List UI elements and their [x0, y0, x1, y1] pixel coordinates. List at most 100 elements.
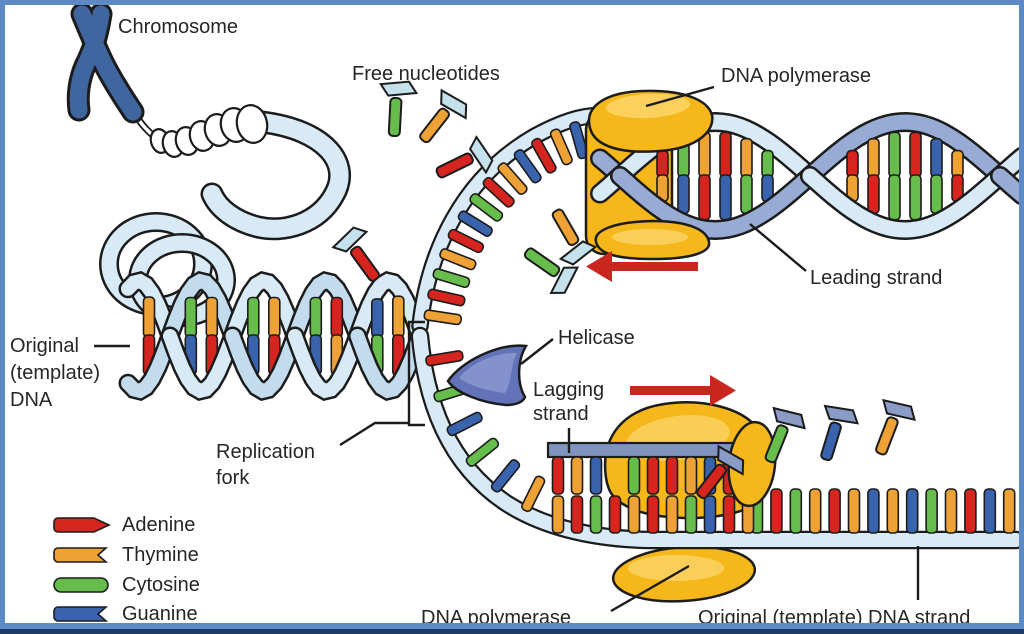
base-bar	[888, 131, 901, 178]
lower-template-backbone	[413, 329, 1019, 547]
base-bar	[142, 296, 156, 338]
free-nucleotide	[331, 226, 381, 282]
upper-template-bases	[423, 117, 601, 326]
lagging-direction-arrow	[630, 375, 736, 406]
base-bar	[1002, 488, 1016, 534]
base-bar	[677, 174, 690, 215]
base-bar	[698, 174, 711, 221]
leader-leading-strand	[749, 223, 807, 272]
base-bar	[905, 488, 919, 534]
free-nucleotide	[551, 208, 598, 266]
base-bar	[432, 268, 471, 289]
base-bar	[944, 488, 958, 534]
base-bar	[656, 149, 669, 178]
free-nucleotide	[764, 406, 806, 464]
lower-template-curve-bases	[425, 350, 546, 513]
dna-polymerase-bottom-under-highlight	[628, 555, 724, 581]
base-bar	[886, 488, 900, 534]
legend-label-cytosine: Cytosine	[122, 574, 200, 596]
base-bar	[951, 149, 964, 178]
base-bar	[719, 131, 732, 178]
base-bar	[439, 248, 477, 271]
label-dna-polymerase-top: DNA polymerase	[721, 65, 871, 87]
label-lagging-1: Lagging	[533, 379, 604, 401]
base-bar	[482, 176, 515, 208]
base-bar	[770, 488, 783, 534]
legend-swatch-thymine	[53, 547, 109, 563]
leader-replication-fork	[339, 421, 408, 447]
legend-label-adenine: Adenine	[122, 514, 195, 536]
base-bar	[846, 149, 859, 178]
base-bar	[909, 174, 922, 221]
free-nucleotide	[419, 88, 468, 144]
base-bar	[627, 495, 641, 534]
base-bar	[740, 174, 753, 215]
unpaired-template-bases	[750, 488, 1016, 534]
base-bar	[570, 495, 584, 534]
base-bar	[608, 495, 622, 534]
base-bar	[330, 296, 344, 338]
free-nucleotide	[696, 444, 745, 500]
free-nucleotide	[379, 80, 419, 138]
free-nucleotide	[820, 404, 859, 462]
base-bar	[930, 174, 943, 215]
legend-swatch-cytosine	[53, 577, 109, 593]
leading-direction-arrow	[586, 251, 698, 282]
base-bar	[867, 488, 880, 534]
base-bar	[425, 350, 464, 367]
leader-dna-polymerase-top	[645, 85, 715, 108]
upper-template-backbone	[413, 109, 619, 333]
base-bar	[457, 210, 493, 237]
base-bar	[569, 121, 589, 160]
base-bar	[589, 456, 603, 495]
base-bar	[867, 137, 880, 178]
base-bar	[646, 456, 660, 495]
base-bar	[370, 298, 384, 338]
base-bar	[828, 488, 841, 534]
base-bar	[247, 296, 260, 338]
free-nucleotide	[875, 398, 916, 456]
base-bar	[808, 488, 822, 534]
base-bar	[447, 228, 485, 254]
free-nucleotides-group	[331, 80, 916, 500]
label-original-3: DNA	[10, 389, 53, 411]
base-bar	[789, 488, 803, 534]
leader-helicase	[520, 338, 554, 365]
base-bar	[446, 411, 483, 437]
label-free-nucleotides: Free nucleotides	[352, 63, 500, 85]
legend: Adenine Thymine Cytosine Guanine	[53, 514, 200, 623]
base-bar	[909, 131, 922, 178]
base-bar	[930, 137, 943, 178]
base-bar	[551, 456, 565, 495]
helicase-shape	[446, 344, 529, 407]
base-bar	[513, 149, 542, 184]
free-nucleotide	[523, 247, 580, 295]
base-bar	[867, 174, 880, 215]
free-nucleotide	[435, 135, 494, 179]
chromosome-shape	[66, 5, 145, 124]
base-bar	[684, 495, 698, 534]
base-bar	[423, 309, 463, 326]
base-bar	[570, 456, 584, 495]
base-bar	[465, 437, 500, 467]
base-bar	[847, 488, 861, 534]
base-bar	[427, 288, 466, 307]
base-bar	[740, 137, 753, 178]
dna-spring	[149, 104, 269, 158]
base-bar	[391, 295, 405, 338]
base-bar	[719, 174, 732, 221]
base-bar	[531, 137, 557, 174]
label-original-strand: Original (template) DNA strand	[698, 607, 970, 629]
label-chromosome: Chromosome	[118, 16, 238, 38]
legend-label-thymine: Thymine	[122, 544, 199, 566]
leader-dna-polymerase-bottom	[610, 564, 690, 613]
base-bar	[184, 296, 198, 338]
label-helicase: Helicase	[558, 327, 635, 349]
base-bar	[722, 495, 736, 534]
base-bar	[469, 193, 504, 222]
base-bar	[627, 456, 641, 495]
label-lagging-2: strand	[533, 403, 589, 425]
